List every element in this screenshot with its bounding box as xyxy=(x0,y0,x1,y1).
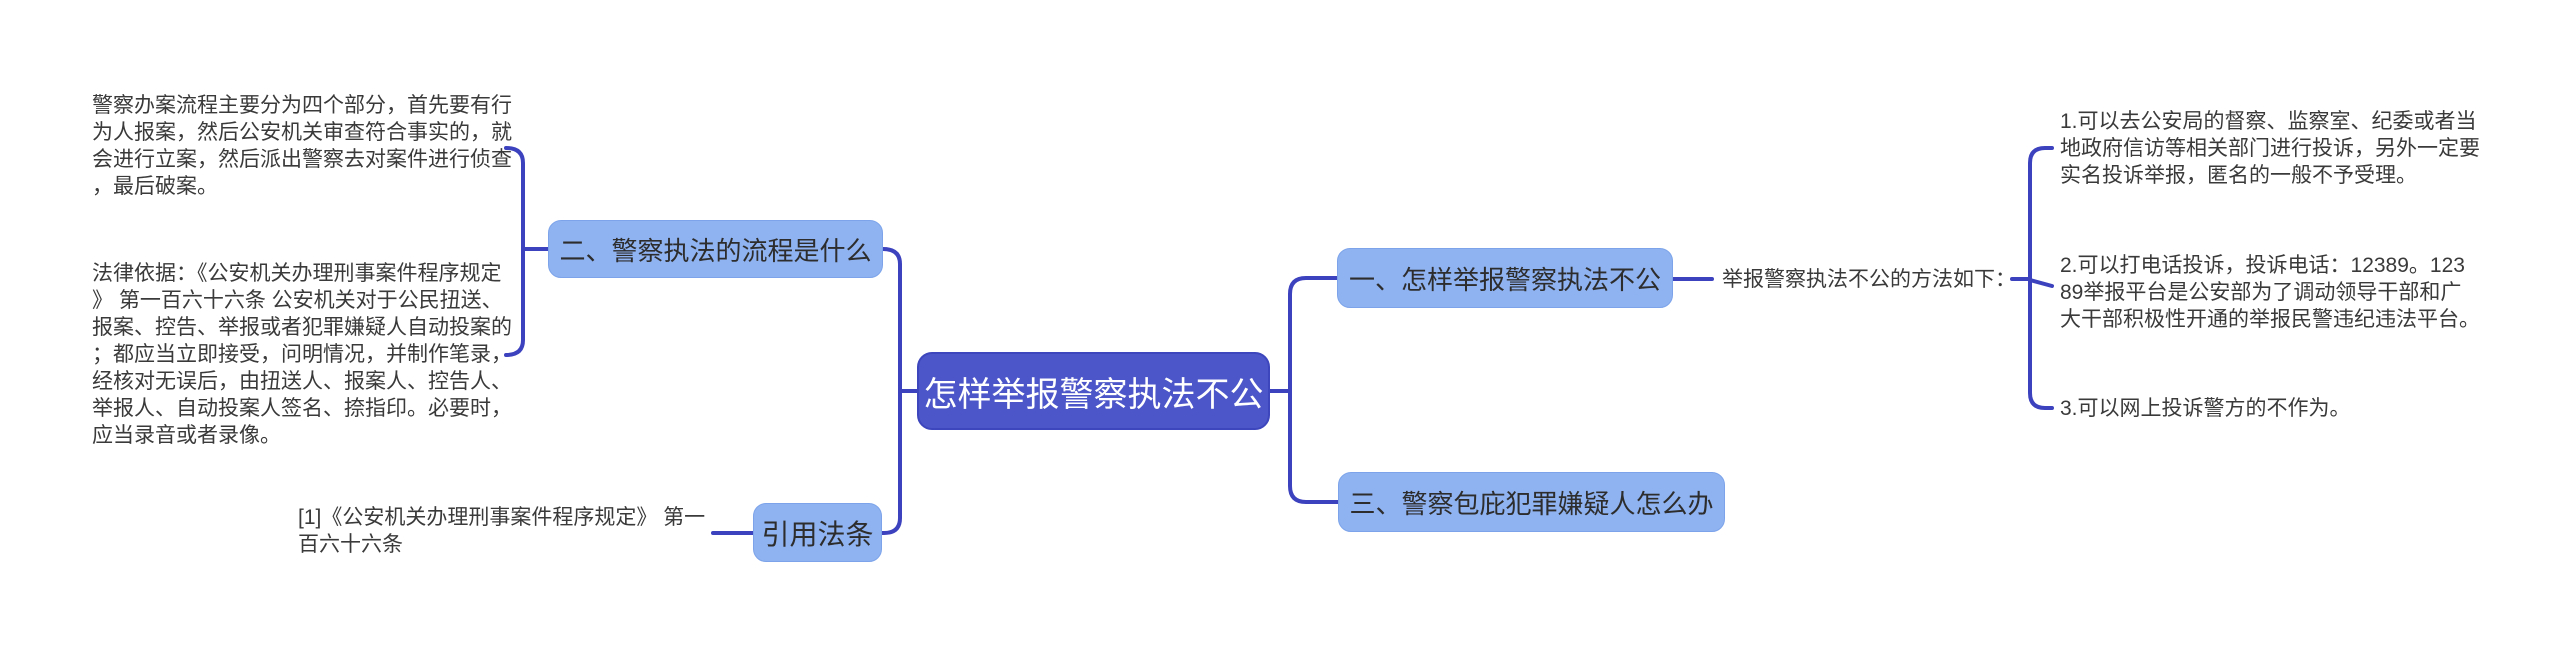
central-topic-label: 怎样举报警察执法不公 xyxy=(923,375,1264,414)
note-method-2[interactable]: 2.可以打电话投诉，投诉电话：12389。123 89举报平台是公安部为了调动领… xyxy=(2060,254,2480,331)
note-citation-reference[interactable]: [1]《公安机关办理刑事案件程序规定》 第一 百六十六条 xyxy=(298,506,706,556)
branch-node-report-label: 一、怎样举报警察执法不公 xyxy=(1348,264,1661,295)
connector-main-left xyxy=(880,247,902,535)
note-method-1[interactable]: 1.可以去公安局的督察、监察室、纪委或者当 地政府信访等相关部门进行投诉，另外一… xyxy=(2060,110,2480,187)
note-report-intro[interactable]: 举报警察执法不公的方法如下： xyxy=(1722,268,2016,291)
branch-node-cover-label: 三、警察包庇犯罪嫌疑人怎么办 xyxy=(1349,488,1714,519)
connector-main-right xyxy=(1288,276,1340,504)
branch-node-flow[interactable]: 二、警察执法的流程是什么 xyxy=(548,220,883,278)
branch-node-report[interactable]: 一、怎样举报警察执法不公 xyxy=(1337,248,1673,308)
note-method-3[interactable]: 3.可以网上投诉警方的不作为。 xyxy=(2060,397,2351,420)
citation-node-label: 引用法条 xyxy=(761,518,874,550)
central-topic-node[interactable]: 怎样举报警察执法不公 xyxy=(917,352,1270,430)
note-legal-basis[interactable]: 法律依据：《公安机关办理刑事案件程序规定 》 第一百六十六条 公安机关对于公民扭… xyxy=(92,262,512,447)
connector-methods-bracket xyxy=(2028,146,2054,410)
citation-node[interactable]: 引用法条 xyxy=(753,503,882,562)
branch-node-flow-label: 二、警察执法的流程是什么 xyxy=(559,235,872,266)
connector-left-notes-bracket xyxy=(504,146,525,357)
connector-methods-middle xyxy=(2028,278,2054,288)
branch-node-cover[interactable]: 三、警察包庇犯罪嫌疑人怎么办 xyxy=(1338,472,1725,532)
note-police-process[interactable]: 警察办案流程主要分为四个部分，首先要有行 为人报案，然后公安机关审查符合事实的，… xyxy=(92,94,512,198)
